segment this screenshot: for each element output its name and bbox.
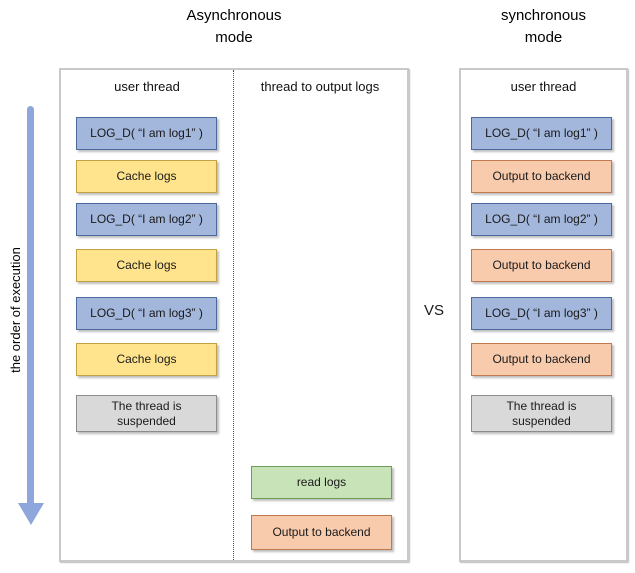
log-call-box: LOG_D( “I am log1” ) [471,117,612,150]
log-call-box: LOG_D( “I am log3” ) [76,297,217,330]
async-output-thread-header: thread to output logs [260,79,380,94]
sync-panel: user thread LOG_D( “I am log1” ) Output … [459,68,628,562]
cache-logs-box: Cache logs [76,160,217,193]
sync-mode-title: synchronous mode [500,7,587,46]
read-logs-box: read logs [251,466,392,499]
output-backend-box: Output to backend [471,343,612,376]
execution-order-arrow-shaft [27,106,34,504]
log-call-box: LOG_D( “I am log1” ) [76,117,217,150]
sync-user-thread-header: user thread [510,79,577,94]
execution-order-arrow-head-icon [18,503,44,525]
log-call-box: LOG_D( “I am log2” ) [76,203,217,236]
output-backend-box: Output to backend [471,249,612,282]
thread-suspended-box: The thread is suspended [76,395,217,432]
async-panel: user thread thread to output logs LOG_D(… [59,68,409,562]
execution-order-label: the order of execution [8,247,23,373]
async-user-thread-header: user thread [114,79,180,94]
log-call-box: LOG_D( “I am log3” ) [471,297,612,330]
async-mode-title: Asynchronous mode [186,7,282,46]
cache-logs-box: Cache logs [76,249,217,282]
output-backend-box: Output to backend [471,160,612,193]
log-call-box: LOG_D( “I am log2” ) [471,203,612,236]
output-backend-box: Output to backend [251,515,392,550]
thread-suspended-box: The thread is suspended [471,395,612,432]
thread-divider-dotted-line [233,70,234,560]
cache-logs-box: Cache logs [76,343,217,376]
vs-label: VS [423,302,444,319]
